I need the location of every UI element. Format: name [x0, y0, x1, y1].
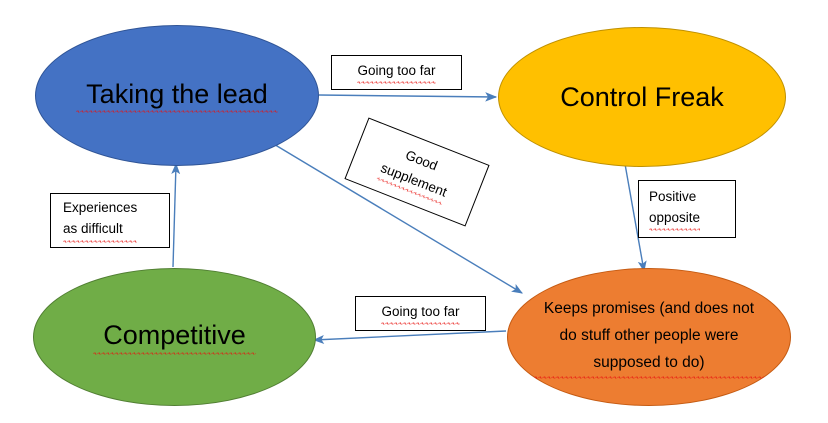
arrow-competitive-to-lead [171, 162, 181, 268]
node-competitive[interactable]: Competitive [33, 268, 316, 406]
edge-label-positive-opposite-text: Positive opposite [649, 186, 701, 232]
edge-label-experiences-as-difficult-text: Experiences as difficult [63, 198, 138, 243]
node-taking-the-lead[interactable]: Taking the lead [35, 25, 319, 166]
arrow-lead-to-control [318, 92, 498, 102]
node-taking-the-lead-label: Taking the lead [76, 77, 278, 114]
edge-label-going-too-far-bottom[interactable]: Going too far [355, 296, 486, 331]
node-keeps-promises-label: Keeps promises (and does not do stuff ot… [534, 294, 764, 379]
edge-label-going-too-far-bottom-text: Going too far [381, 301, 460, 326]
node-control-freak[interactable]: Control Freak [498, 27, 786, 167]
edge-label-going-too-far-top[interactable]: Going too far [331, 55, 462, 90]
arrow-control-to-keeps-promises [624, 163, 647, 273]
edge-label-going-too-far-top-text: Going too far [357, 60, 436, 85]
edge-label-positive-opposite[interactable]: Positive opposite [638, 180, 736, 238]
node-competitive-label: Competitive [93, 319, 256, 355]
edge-label-good-supplement-text: Good supplement [376, 138, 458, 206]
node-keeps-promises[interactable]: Keeps promises (and does not do stuff ot… [507, 268, 791, 406]
arrow-keeps-promises-to-competitive [312, 330, 507, 345]
arrow-lead-to-keeps-promises [271, 142, 523, 294]
edge-label-experiences-as-difficult[interactable]: Experiences as difficult [50, 193, 170, 248]
node-control-freak-label: Control Freak [560, 81, 724, 112]
